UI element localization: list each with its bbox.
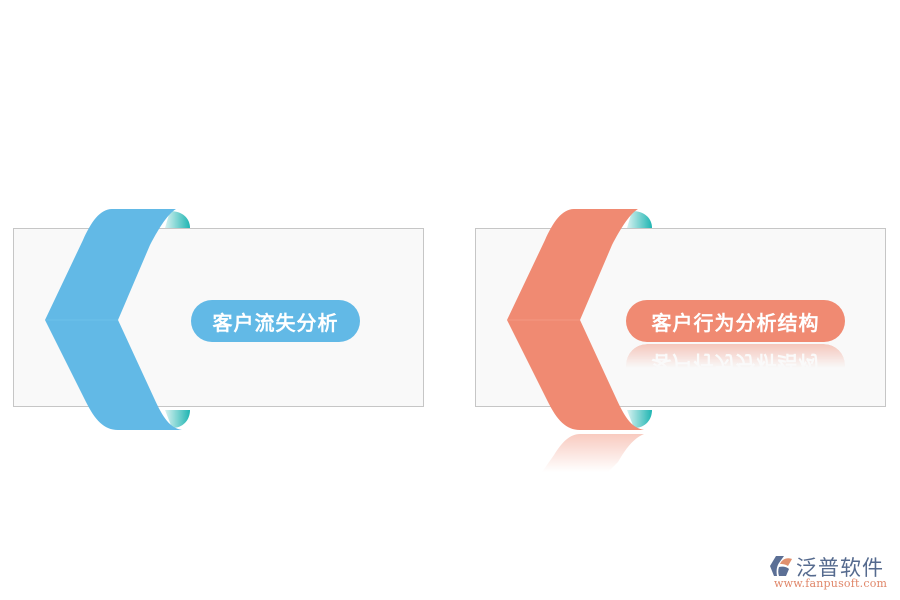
card-title-text: 客户行为分析结构: [651, 310, 820, 335]
card-title-text: 客户流失分析: [212, 310, 339, 335]
chevron-ribbon-icon: [507, 209, 652, 472]
brand-name: 泛普软件: [796, 556, 884, 580]
card-title-pill[interactable]: 客户行为分析结构: [626, 300, 845, 342]
card-title-pill[interactable]: 客户流失分析: [191, 300, 360, 342]
brand-url[interactable]: www.fanpusoft.com: [774, 577, 888, 590]
card-customer-behavior: 客户行为分析结构 客户行为分析结构: [462, 0, 900, 480]
fanpu-logo-icon: [770, 556, 792, 576]
chevron-ribbon-icon: [45, 209, 190, 430]
card-customer-churn: 客户流失分析: [0, 0, 440, 480]
card-title-reflection: 客户行为分析结构: [626, 344, 845, 368]
brand-logo[interactable]: 泛普软件 www.fanpusoft.com: [768, 553, 894, 590]
